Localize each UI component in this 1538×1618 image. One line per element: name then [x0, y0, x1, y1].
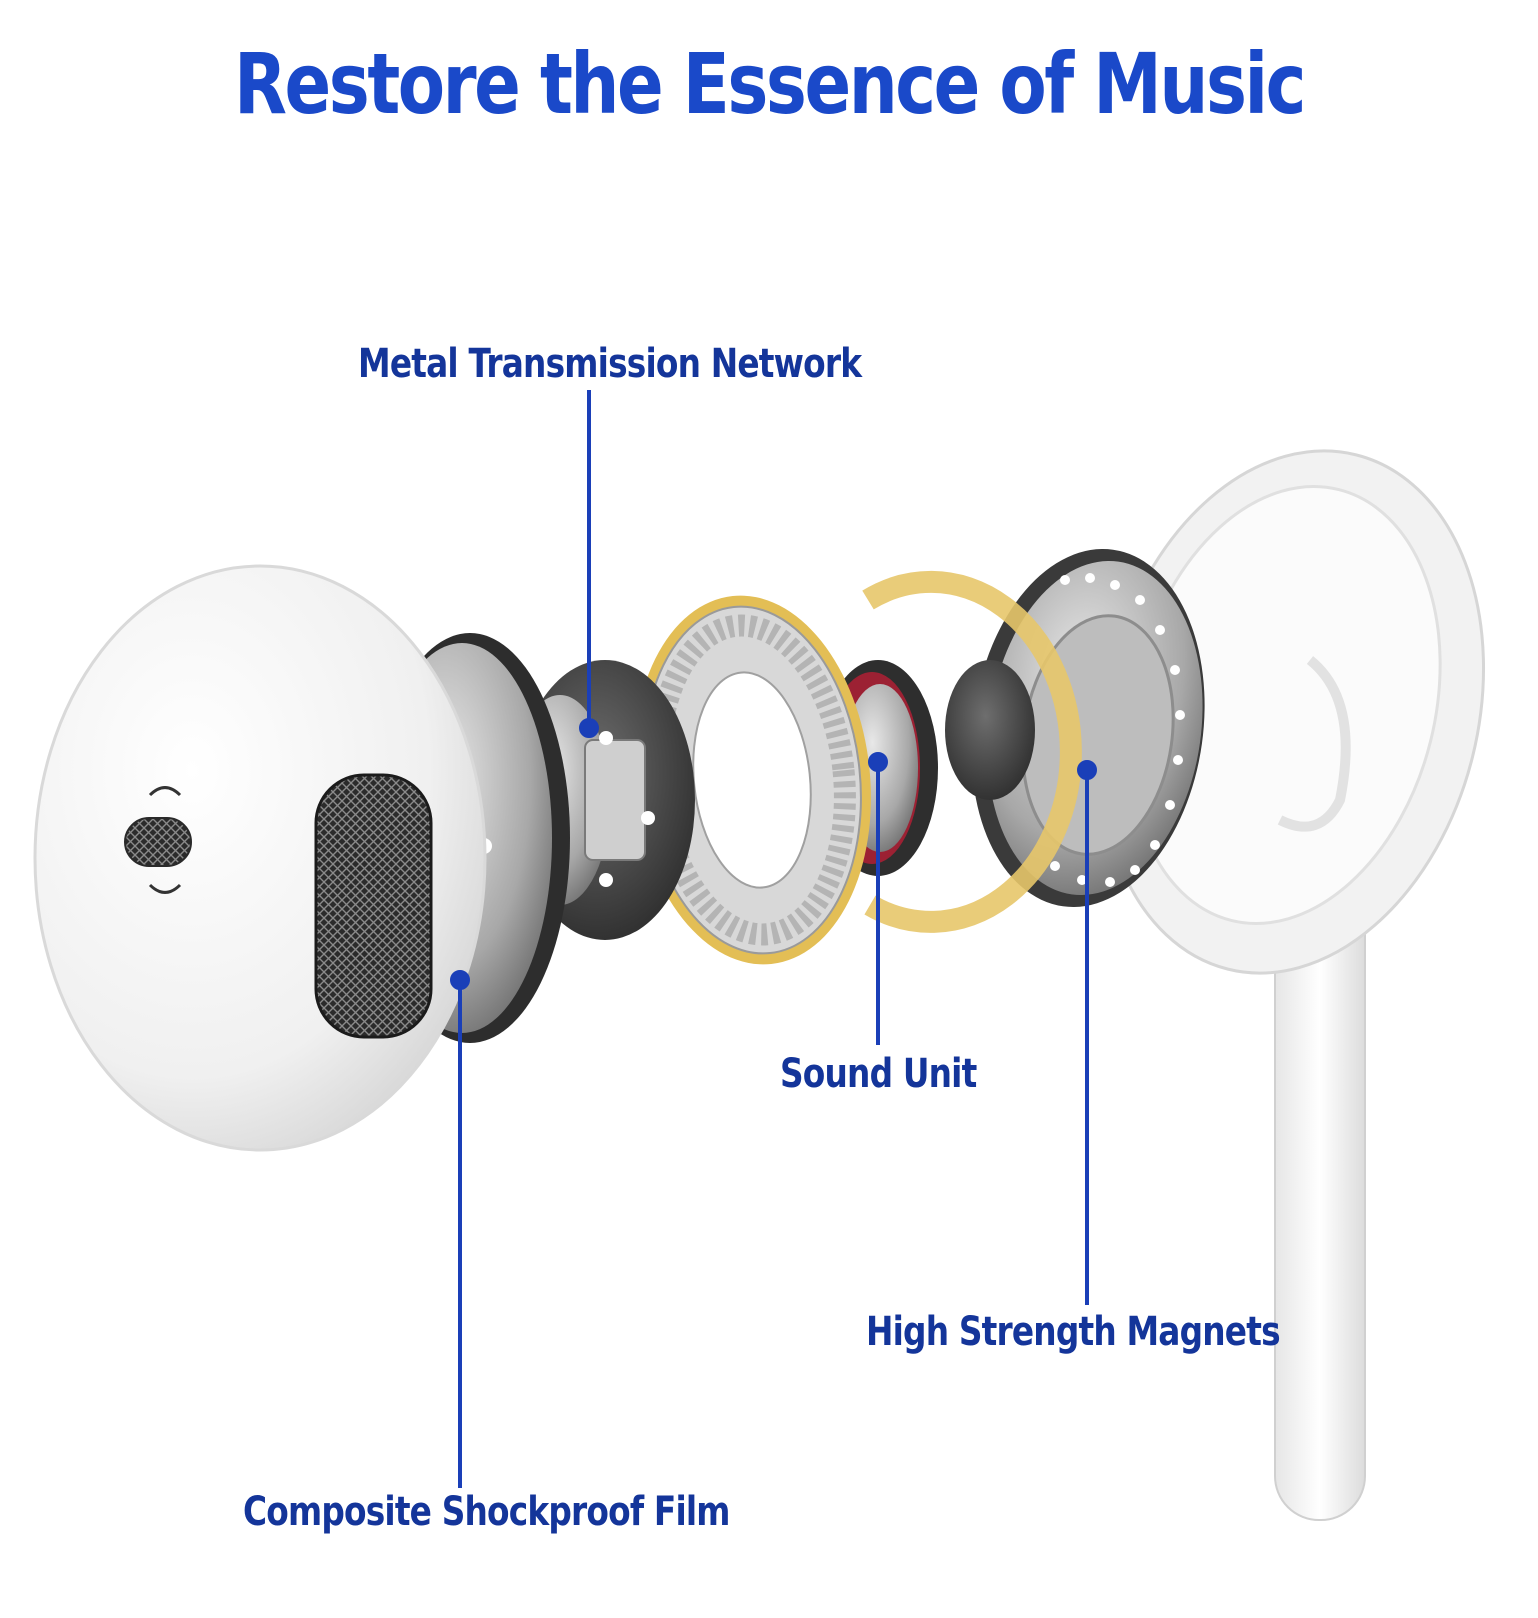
callout-sound-unit: Sound Unit	[780, 1051, 977, 1097]
callout-composite-shockproof-film: Composite Shockproof Film	[243, 1489, 730, 1535]
leader-dot-sound-unit	[868, 752, 888, 772]
leader-lines	[450, 390, 1097, 1488]
callout-high-strength-magnets: High Strength Magnets	[866, 1309, 1281, 1355]
rear-shell-with-stem	[1098, 449, 1486, 1521]
front-earbud-shell	[33, 564, 487, 1152]
callout-metal-transmission-network: Metal Transmission Network	[358, 341, 862, 387]
diaphragm-ring	[633, 595, 871, 965]
leader-dot-shockproof	[450, 970, 470, 990]
leader-dot-metal-transmission	[579, 718, 599, 738]
page-title: Restore the Essence of Music	[233, 35, 1307, 133]
gold-ring	[862, 570, 1082, 933]
leader-dot-magnets	[1077, 760, 1097, 780]
